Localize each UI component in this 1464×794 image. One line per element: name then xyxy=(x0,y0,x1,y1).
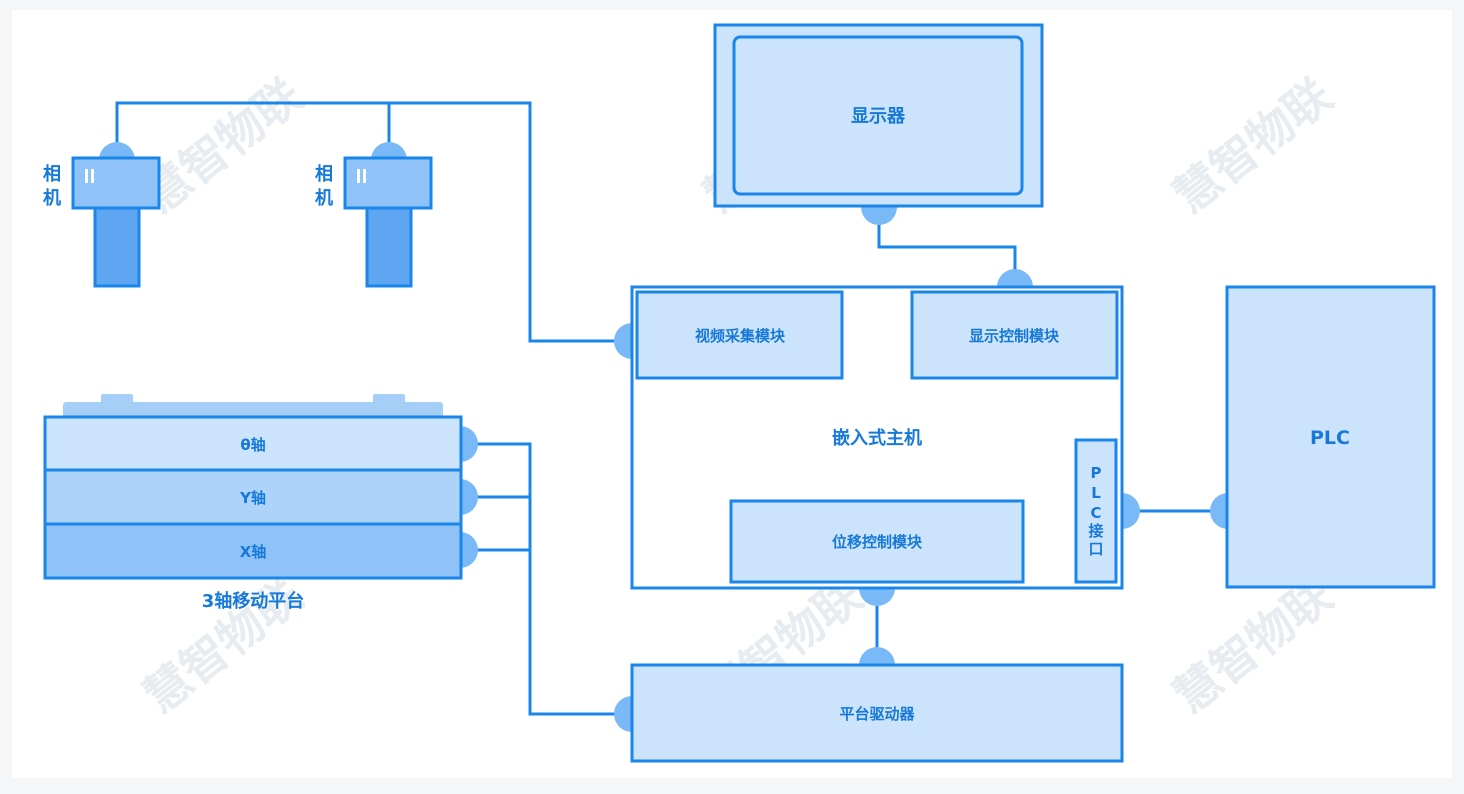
display-control-module-label: 显示控制模块 xyxy=(969,327,1060,345)
camera-indicator xyxy=(357,169,360,183)
camera-label-line2: 机 xyxy=(315,188,333,209)
monitor-screen xyxy=(732,35,1024,196)
video-capture-module xyxy=(635,290,844,380)
wire-platform-to-driver xyxy=(462,442,630,716)
x-axis-label: X轴 xyxy=(240,543,267,561)
y-axis xyxy=(43,468,463,526)
motion-control-module xyxy=(729,499,1025,584)
y-axis-label: Y轴 xyxy=(239,489,266,507)
plc-interface-char: P xyxy=(1091,464,1102,482)
camera-indicator xyxy=(85,169,88,183)
plc-interface-char: L xyxy=(1091,484,1101,502)
plc: PLC xyxy=(1210,285,1436,589)
display-label: 显示器 xyxy=(851,106,906,127)
platform-driver: 平台驱动器 xyxy=(614,647,1124,763)
plc-box xyxy=(1225,285,1436,589)
driver-label: 平台驱动器 xyxy=(839,705,915,723)
display-monitor: 显示器 xyxy=(713,23,1044,225)
wire-cameras-to-video-module xyxy=(115,101,630,343)
plc-interface xyxy=(1074,438,1118,584)
plc-label: PLC xyxy=(1310,427,1350,449)
display-control-module xyxy=(910,290,1119,380)
camera-label-line2: 机 xyxy=(43,188,61,209)
platform-top-tab xyxy=(101,394,133,406)
platform-top-plate xyxy=(63,402,443,418)
three-axis-platform: θ轴 Y轴 X轴 3轴移动平台 xyxy=(43,394,478,612)
camera-2: 相 机 xyxy=(315,142,433,288)
camera-label-line1: 相 xyxy=(43,164,61,185)
embedded-host: 视频采集模块 显示控制模块 嵌入式主机 位移控制模块 P L C 接 口 xyxy=(630,285,1124,590)
wire-display-to-host xyxy=(877,205,1017,285)
camera-indicator xyxy=(91,169,94,183)
camera-1: 相 机 xyxy=(43,142,161,288)
camera-indicator xyxy=(363,169,366,183)
camera-lens xyxy=(93,206,141,288)
host-label: 嵌入式主机 xyxy=(832,427,922,449)
plc-interface-char: C xyxy=(1090,504,1101,522)
motion-control-module-label: 位移控制模块 xyxy=(832,533,923,551)
video-capture-module-label: 视频采集模块 xyxy=(695,327,786,345)
plc-interface-char: 口 xyxy=(1088,540,1103,558)
x-axis xyxy=(43,522,463,580)
camera-label-line1: 相 xyxy=(315,164,333,185)
platform-top-tab xyxy=(373,394,405,406)
theta-axis-label: θ轴 xyxy=(240,436,265,454)
plc-interface-char: 接 xyxy=(1088,522,1103,540)
driver-box xyxy=(630,663,1124,763)
camera-lens xyxy=(365,206,413,288)
platform-label: 3轴移动平台 xyxy=(202,590,305,612)
